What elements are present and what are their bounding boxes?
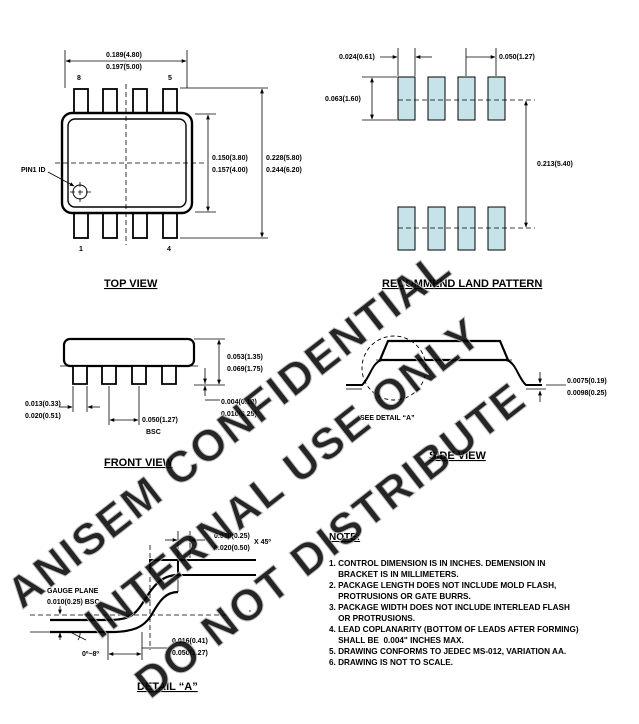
lead-width-min: 0.013(0.33) (25, 401, 61, 408)
note-line: 1. CONTROL DIMENSION IS IN INCHES. DEMEN… (329, 559, 545, 568)
pad-length-dim: 0.063(1.60) (325, 96, 361, 103)
side-lead-right (505, 359, 542, 386)
detail-lead (50, 573, 179, 622)
front-view-title: FRONT VIEW (104, 457, 174, 469)
side-view-title: SIDE VIEW (429, 450, 486, 462)
land-pattern-title: RECOMMEND LAND PATTERN (382, 278, 542, 290)
lead-thickness-max: 0.0098(0.25) (567, 390, 607, 397)
land-pad (487, 76, 506, 121)
chamfer-angle: X 45º (254, 539, 271, 546)
gauge-plane-dim: 0.010(0.25) BSC (47, 599, 100, 606)
lead-width-max: 0.020(0.51) (25, 413, 61, 420)
pin-number: 5 (168, 75, 172, 82)
land-pad (487, 206, 506, 251)
note-line: OR PROTRUSIONS. (329, 614, 415, 623)
pad-pitch-dim: 0.050(1.27) (499, 54, 535, 61)
detail-a-view: 0.010(0.25) 0.020(0.50) X 45º GAUGE PLAN… (30, 531, 271, 693)
land-pad (427, 206, 446, 251)
pin-number: 1 (79, 246, 83, 253)
pin-number: 8 (77, 75, 81, 82)
top-view: PIN1 ID 8 5 1 4 0.189(4.80) 0.197(5.00) … (21, 50, 302, 290)
detail-a-title: DETAIL “A” (137, 681, 198, 693)
front-pitch-dim: 0.050(1.27) (142, 417, 178, 424)
detail-callout (361, 335, 427, 401)
pad-width-dim: 0.024(0.61) (339, 54, 375, 61)
front-lead (161, 365, 177, 385)
lead-thickness-min: 0.0075(0.19) (567, 378, 607, 385)
gauge-plane-label: GAUGE PLANE (47, 588, 99, 595)
note-line: BRACKET IS IN MILLIMETERS. (329, 570, 459, 579)
standoff-min: 0.004(0.10) (221, 399, 257, 406)
pad-span-dim: 0.213(5.40) (537, 161, 573, 168)
land-pad (457, 206, 476, 251)
side-view: SEE DETAIL “A” 0.0075(0.19) 0.0098(0.25)… (346, 335, 607, 462)
front-lead (131, 365, 147, 385)
land-pad (397, 206, 416, 251)
front-lead (101, 365, 117, 385)
land-pad (397, 76, 416, 121)
lead-length-min: 0.016(0.41) (172, 638, 208, 645)
side-lead-left (346, 359, 383, 386)
land-pad (427, 76, 446, 121)
lead-length-max: 0.050(1.27) (172, 650, 208, 657)
front-height-min: 0.053(1.35) (227, 354, 263, 361)
body-width-min: 0.150(3.80) (212, 155, 248, 162)
note-line: PROTRUSIONS OR GATE BURRS. (329, 592, 471, 601)
notes-block: NOTE: 1. CONTROL DIMENSION IS IN INCHES.… (329, 532, 579, 667)
chamfer-max: 0.020(0.50) (214, 545, 250, 552)
pin-number: 4 (167, 246, 171, 253)
front-height-max: 0.069(1.75) (227, 366, 263, 373)
body-width-max: 0.157(4.00) (212, 167, 248, 174)
note-line: 6. DRAWING IS NOT TO SCALE. (329, 658, 453, 667)
overall-width-max: 0.244(6.20) (266, 167, 302, 174)
standoff-max: 0.010(0.25) (221, 411, 257, 418)
length-dim-max: 0.197(5.00) (106, 64, 142, 71)
detail-lead-bottom (50, 590, 179, 634)
notes-title: NOTE: (329, 532, 360, 543)
note-line: 5. DRAWING CONFORMS TO JEDEC MS-012, VAR… (329, 647, 566, 656)
land-pattern-view: 0.024(0.61) 0.050(1.27) 0.063(1.60) 0.21… (325, 48, 573, 290)
front-pitch-bsc: BSC (146, 429, 161, 436)
top-view-title: TOP VIEW (104, 278, 158, 290)
note-line: 4. LEAD COPLANARITY (BOTTOM OF LEADS AFT… (329, 625, 579, 634)
front-view: 0.053(1.35) 0.069(1.75) 0.004(0.10) 0.01… (25, 337, 263, 469)
note-line: 3. PACKAGE WIDTH DOES NOT INCLUDE INTERL… (329, 603, 570, 612)
length-dim-min: 0.189(4.80) (106, 52, 142, 59)
pin1-id-label: PIN1 ID (21, 167, 46, 174)
chamfer-min: 0.010(0.25) (214, 533, 250, 540)
overall-width-min: 0.228(5.80) (266, 155, 302, 162)
note-line: 2. PACKAGE LENGTH DOES NOT INCLUDE MOLD … (329, 581, 556, 590)
see-detail-label: SEE DETAIL “A” (360, 415, 415, 422)
land-pad (457, 76, 476, 121)
front-body (62, 337, 196, 368)
front-lead (72, 365, 88, 385)
foot-angle: 0º~8º (82, 651, 99, 658)
note-line: SHALL BE 0.004" INCHES MAX. (329, 636, 464, 645)
